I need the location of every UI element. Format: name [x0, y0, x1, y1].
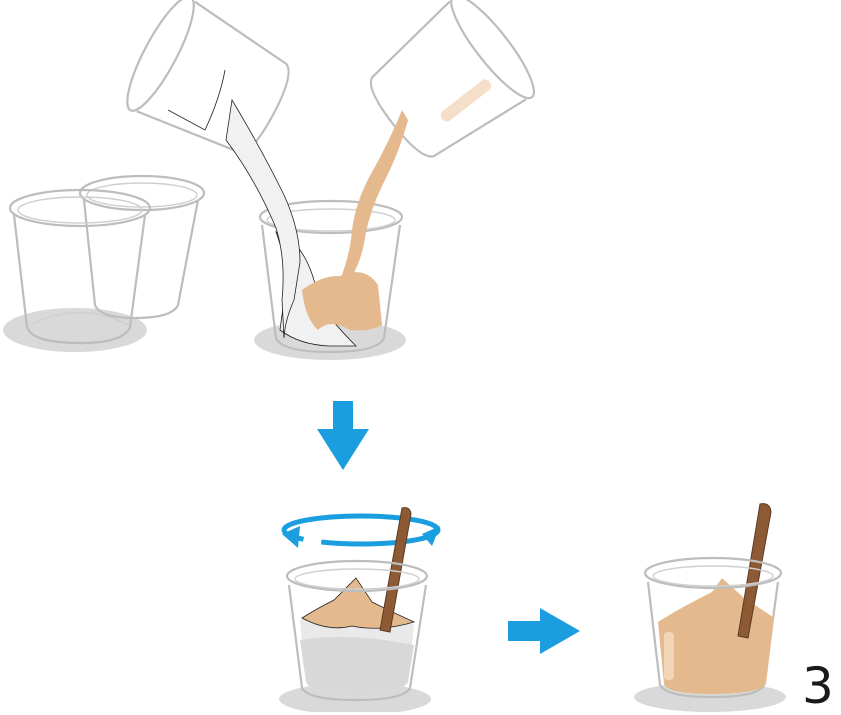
right-arrow-icon	[508, 608, 580, 654]
sand-stream	[340, 110, 408, 280]
down-arrow-icon	[317, 401, 369, 470]
mixed-cup-group	[634, 504, 786, 712]
pouring-sand-cup	[355, 2, 526, 174]
mixed-sand-fill	[658, 578, 774, 694]
stirring-cup-group	[279, 508, 440, 712]
pouring-white-cup	[137, 2, 303, 169]
pouring-white-cup-group	[116, 0, 303, 338]
step-number: 3	[802, 660, 841, 712]
circular-arrow-icon	[282, 516, 440, 548]
empty-cups-group	[3, 176, 204, 352]
white-powder-stream	[226, 100, 300, 338]
pouring-sand-cup-group	[340, 0, 545, 280]
